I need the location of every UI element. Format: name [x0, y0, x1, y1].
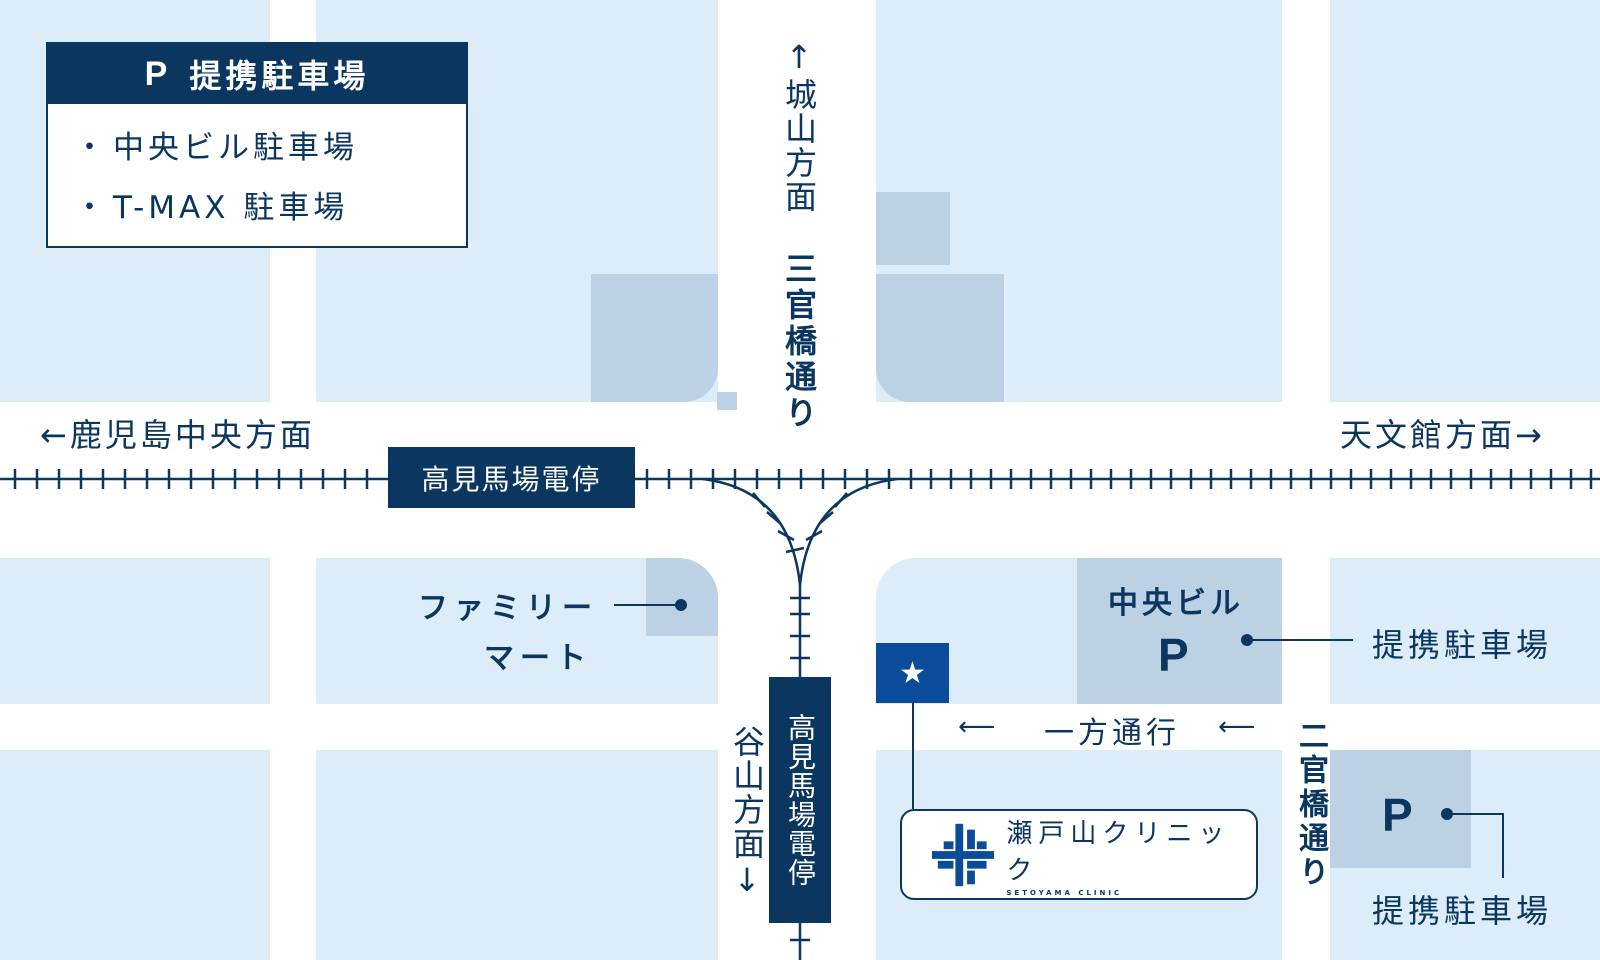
familymart-dot	[675, 599, 687, 611]
clinic-location-marker[interactable]: ★	[876, 643, 949, 703]
street-sankanbashi: 三官橋通り	[780, 252, 818, 432]
legend-title: 提携駐車場	[189, 57, 370, 95]
familymart-building	[646, 558, 718, 636]
building	[876, 274, 1004, 402]
parking-icon: P	[144, 54, 172, 93]
clinic-logo-icon	[932, 823, 995, 886]
one-way-arrow-right: ⟵	[1218, 712, 1256, 742]
central-parking-icon: P	[1158, 629, 1189, 681]
central-building-label: 中央ビル	[1108, 586, 1244, 621]
station-label-horizontal: 高見馬場電停	[388, 447, 635, 508]
clinic-leader-line	[912, 703, 914, 809]
star-icon: ★	[899, 655, 926, 691]
block	[316, 750, 718, 960]
legend-list: 中央ビル駐車場 T-MAX 駐車場	[48, 104, 466, 238]
central-parking-leader	[1247, 639, 1353, 641]
central-building	[1077, 558, 1282, 704]
familymart-line1: ファミリー	[418, 591, 598, 626]
street-nikanbashi: 二官橋通り	[1293, 720, 1328, 890]
one-way-arrow-left: ⟵	[958, 712, 996, 742]
familymart-line2: マート	[484, 641, 592, 676]
one-way-label: 一方通行	[1044, 716, 1180, 751]
tmax-parking-icon: P	[1382, 789, 1413, 841]
familymart-leader-line	[614, 604, 680, 606]
building	[591, 274, 718, 402]
legend-header: P 提携駐車場	[48, 44, 466, 104]
partner-parking-label-2: 提携駐車場	[1372, 892, 1553, 930]
familymart-label: ファミリー マート	[418, 584, 598, 684]
legend-item: 中央ビル駐車場	[110, 118, 466, 178]
station-label-vertical: 高見馬場電停	[769, 677, 831, 923]
block	[0, 750, 270, 960]
direction-west: ←鹿児島中央方面	[40, 416, 315, 454]
clinic-label[interactable]: 瀬戸山クリニック SETOYAMA CLINIC	[900, 809, 1258, 900]
building	[717, 392, 737, 410]
direction-east: 天文館方面→	[1340, 416, 1545, 454]
building	[876, 192, 950, 265]
clinic-subtitle: SETOYAMA CLINIC	[1006, 888, 1123, 897]
clinic-name: 瀬戸山クリニック	[1006, 818, 1231, 886]
block	[1330, 558, 1600, 704]
block	[1330, 0, 1600, 402]
tmax-parking-leader-v	[1502, 813, 1504, 878]
direction-north: ↑城山方面	[780, 38, 818, 214]
legend-item: T-MAX 駐車場	[110, 178, 466, 238]
tmax-parking-leader-h	[1447, 813, 1504, 815]
parking-legend: P 提携駐車場 中央ビル駐車場 T-MAX 駐車場	[46, 42, 468, 248]
direction-south: 谷山方面↓	[728, 725, 766, 901]
block	[0, 558, 270, 704]
partner-parking-label-1: 提携駐車場	[1372, 626, 1553, 664]
